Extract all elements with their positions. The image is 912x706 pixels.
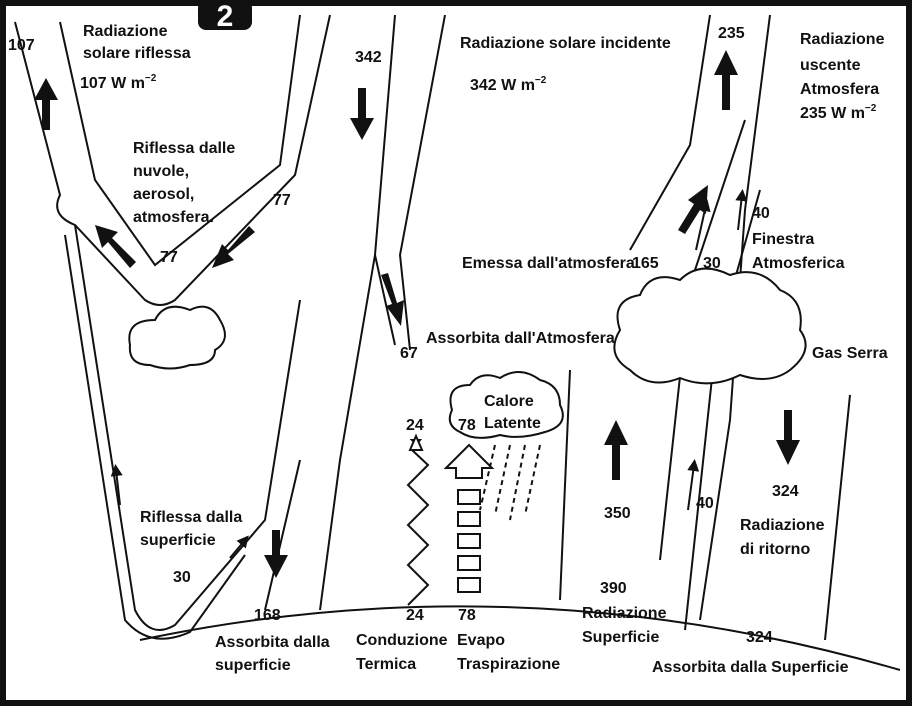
cloud-right <box>614 269 805 384</box>
outgoing-value: 235 <box>718 25 745 42</box>
latent-line1: Calore <box>484 393 534 410</box>
incident-value: 342 <box>355 49 382 66</box>
incident-line1: Radiazione solare incidente <box>460 35 671 52</box>
incident-solar-band <box>265 15 445 610</box>
greenhouse-label: Gas Serra <box>812 345 888 362</box>
window-line2: Atmosferica <box>752 255 845 272</box>
reflected-value: 107 <box>8 37 35 54</box>
clouds-line2: nuvole, <box>133 163 189 180</box>
absorbed-by-surface-label: Assorbita dalla Superficie <box>652 659 849 676</box>
surface-rad-value-a: 350 <box>604 505 631 522</box>
outgoing-line3: Atmosfera <box>800 81 879 98</box>
thermal-value-b: 24 <box>406 607 424 624</box>
absorbed-surface-label1: Assorbita dalla <box>215 634 330 651</box>
latent-value: 78 <box>458 417 476 434</box>
emitted-value: 165 <box>632 255 659 272</box>
incident-flux: 342 W m <box>470 77 535 94</box>
cloud-left <box>129 307 225 369</box>
window-line1: Finestra <box>752 231 814 248</box>
arrow-up-107 <box>34 78 58 130</box>
reflected-exp: −2 <box>145 73 157 84</box>
emitted-label: Emessa dall'atmosfera <box>462 255 635 272</box>
reflected-line2: solare riflessa <box>83 45 191 62</box>
arrow-up-350 <box>604 420 628 480</box>
absorbed-by-surface-value: 324 <box>746 629 773 646</box>
incident-exp: −2 <box>535 75 547 86</box>
surface-reflect-line1: Riflessa dalla <box>140 509 242 526</box>
clouds-line1: Riflessa dalle <box>133 140 235 157</box>
latent-arrow <box>446 445 492 592</box>
arrow-down-342 <box>350 88 374 140</box>
clouds-value-b: 77 <box>273 192 291 209</box>
surface-rad-value-b: 390 <box>600 580 627 597</box>
outgoing-line2: uscente <box>800 57 861 74</box>
outgoing-flux: 235 W m <box>800 105 865 122</box>
surface-rad-label1: Radiazione <box>582 605 667 622</box>
back-rad-value: 324 <box>772 483 799 500</box>
absorbed-atm-label: Assorbita dall'Atmosfera <box>426 330 615 347</box>
arrow-up-165 <box>678 185 708 234</box>
clouds-line3: aerosol, <box>133 186 194 203</box>
window-value-b: 40 <box>696 495 714 512</box>
svg-text:107 W m−2: 107 W m−2 <box>80 73 157 92</box>
thermal-value: 24 <box>406 417 424 434</box>
absorbed-atm-value: 67 <box>400 345 418 362</box>
latent-label2: Traspirazione <box>457 656 560 673</box>
outgoing-line1: Radiazione <box>800 31 885 48</box>
arrow-down-168 <box>264 530 288 578</box>
window-value: 40 <box>752 205 770 222</box>
surface-reflect-value: 30 <box>173 569 191 586</box>
badge: 2 <box>198 0 252 33</box>
clouds-value-a: 77 <box>160 249 178 266</box>
reflected-flux: 107 W m <box>80 75 145 92</box>
clouds-line4: atmosfera. <box>133 209 214 226</box>
back-rad-label2: di ritorno <box>740 541 810 558</box>
surface-rad-label2: Superficie <box>582 629 659 646</box>
svg-text:235 W m−2: 235 W m−2 <box>800 103 877 122</box>
latent-value-b: 78 <box>458 607 476 624</box>
thermal-label2: Termica <box>356 656 416 673</box>
absorbed-surface-label2: superficie <box>215 657 291 674</box>
arrow-up-235 <box>714 50 738 110</box>
latent-label1: Evapo <box>457 632 505 649</box>
emitted-value-b: 30 <box>703 255 721 272</box>
outgoing-exp: −2 <box>865 103 877 114</box>
arrow-atm-77 <box>212 226 255 268</box>
surface-reflect-line2: superficie <box>140 532 216 549</box>
back-rad-label1: Radiazione <box>740 517 825 534</box>
arrow-cloud-77 <box>95 225 136 268</box>
latent-line2: Latente <box>484 415 541 432</box>
badge-number: 2 <box>217 0 234 33</box>
thermal-label1: Conduzione <box>356 632 448 649</box>
arrow-down-324 <box>776 410 800 465</box>
svg-text:342 W m−2: 342 W m−2 <box>470 75 547 94</box>
thermal-arrow <box>408 436 428 605</box>
absorbed-surface-value: 168 <box>254 607 281 624</box>
reflected-line1: Radiazione <box>83 23 168 40</box>
